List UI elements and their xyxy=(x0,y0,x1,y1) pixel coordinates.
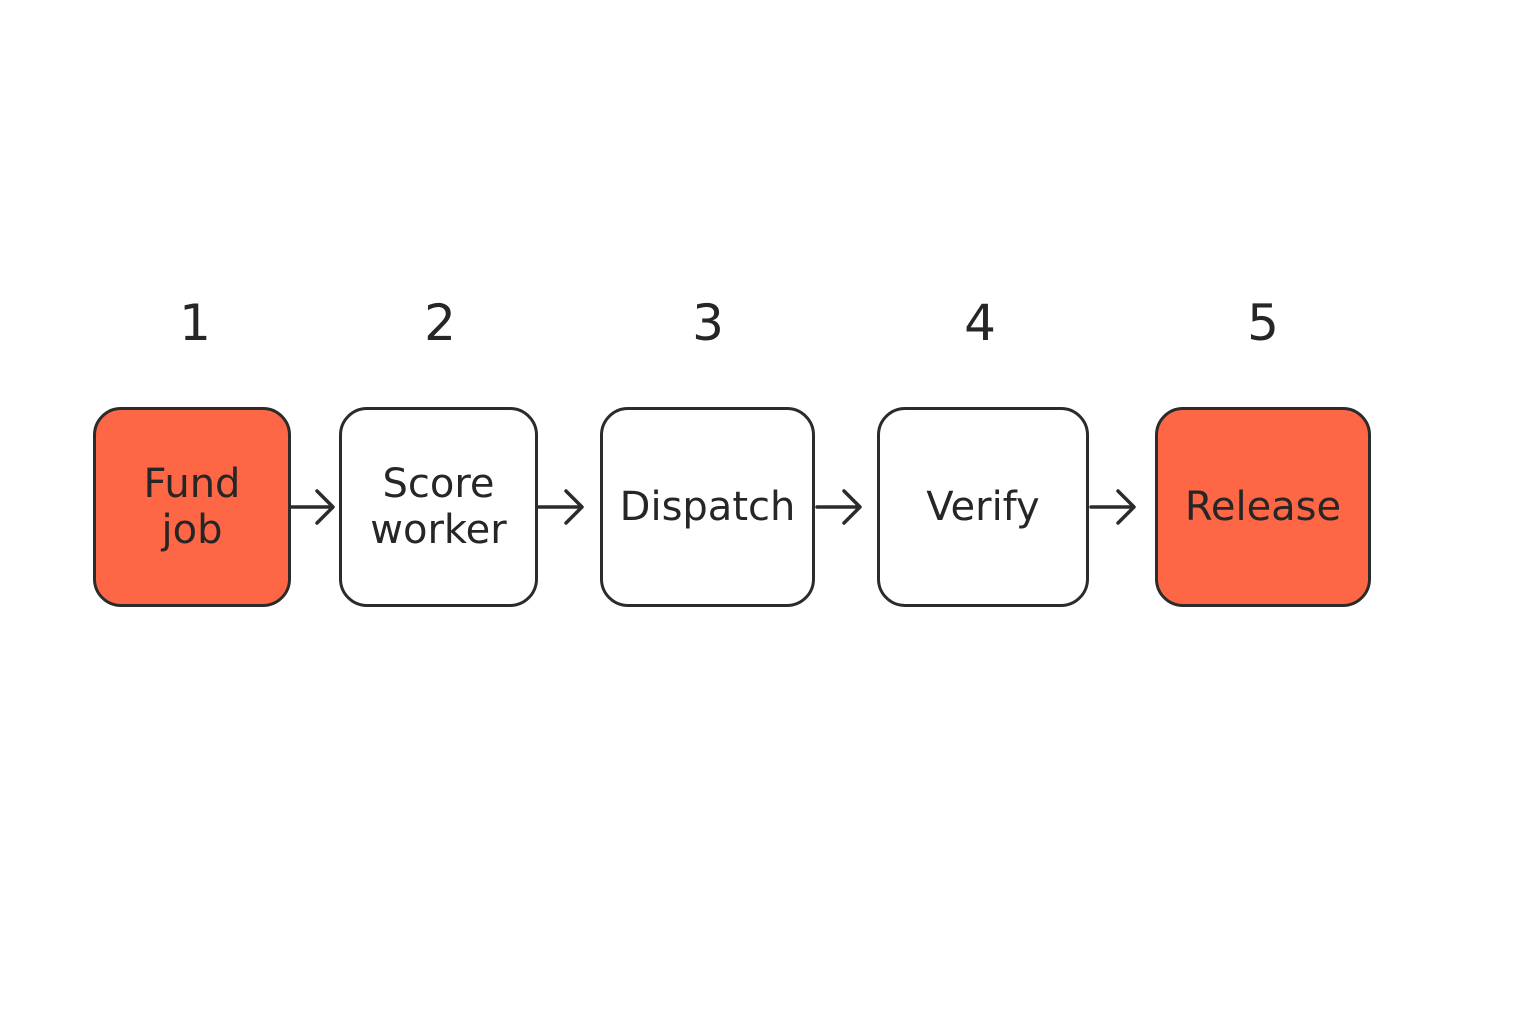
step-label-release: Release xyxy=(1184,484,1342,530)
step-number-2: 2 xyxy=(424,294,456,352)
step-number-4: 4 xyxy=(964,294,996,352)
step-number-5: 5 xyxy=(1247,294,1279,352)
step-box-dispatch: Dispatch xyxy=(600,407,815,607)
step-box-score-worker: Score worker xyxy=(339,407,538,607)
arrow-right-icon xyxy=(537,489,584,525)
step-number-3: 3 xyxy=(692,294,724,352)
step-label-dispatch: Dispatch xyxy=(619,484,796,530)
step-box-release: Release xyxy=(1155,407,1371,607)
step-label-verify: Verify xyxy=(926,484,1040,530)
arrow-right-icon xyxy=(1089,489,1136,525)
step-label-score-worker: Score worker xyxy=(370,461,507,553)
step-label-fund-job: Fund job xyxy=(143,461,241,553)
step-number-1: 1 xyxy=(179,294,211,352)
arrow-right-icon xyxy=(815,489,862,525)
step-box-verify: Verify xyxy=(877,407,1089,607)
arrow-right-icon xyxy=(288,489,335,525)
step-box-fund-job: Fund job xyxy=(93,407,291,607)
